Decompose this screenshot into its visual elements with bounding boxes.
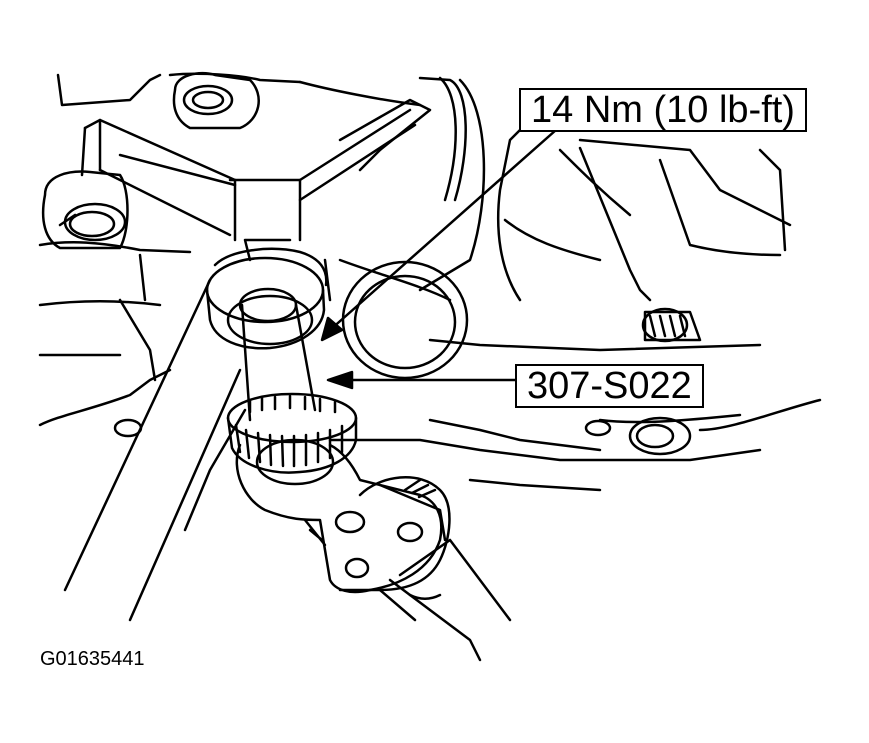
right-stud: [113, 307, 702, 456]
tool-arrow-icon: [326, 370, 354, 390]
driver-handle: [63, 278, 247, 622]
tool-callout: 307-S022: [515, 364, 704, 408]
knurled-collar: [226, 392, 358, 474]
transmission-case: [38, 72, 822, 492]
leader-lines: [328, 128, 558, 382]
torque-callout: 14 Nm (10 lb-ft): [519, 88, 807, 132]
figure-id: G01635441: [40, 648, 145, 670]
torque-leader-line: [328, 128, 558, 332]
torque-arrow-icon: [320, 316, 344, 342]
mounting-boss-top: [172, 71, 260, 130]
wrench-head: [235, 438, 443, 594]
housing-arm: [338, 476, 512, 662]
seal-installer-tool: [205, 238, 332, 422]
torque-spec-label: 14 Nm (10 lb-ft): [531, 89, 795, 131]
case-opening: [341, 260, 469, 380]
tool-number-label: 307-S022: [527, 365, 692, 407]
mounting-boss-left: [41, 108, 417, 250]
